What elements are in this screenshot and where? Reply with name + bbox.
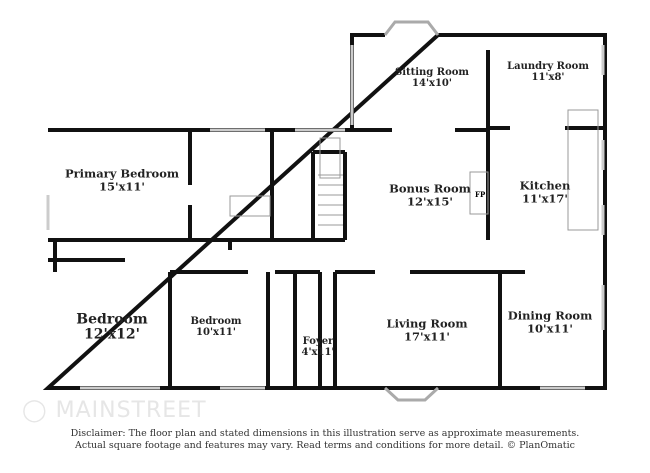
- fixtures: [229, 109, 599, 231]
- fireplace-label: FP: [475, 190, 486, 199]
- bay-window-bottom: [383, 386, 440, 402]
- watermark-logo: ◯ MAINSTREET: [22, 398, 207, 423]
- fireplace: [469, 171, 489, 215]
- stairs: [318, 174, 343, 226]
- bay-window-top: [383, 20, 440, 36]
- bedroom2-walls: [168, 270, 270, 388]
- bedroom-top-walls: [48, 240, 125, 272]
- disclaimer: Disclaimer: The floor plan and stated di…: [0, 428, 650, 453]
- disclaimer-line-2: Actual square footage and features may v…: [75, 440, 575, 452]
- disclaimer-line-1: Disclaimer: The floor plan and stated di…: [70, 428, 580, 439]
- bath-divider: [228, 130, 274, 250]
- windows: [46, 45, 605, 390]
- closet-walls: [275, 270, 322, 388]
